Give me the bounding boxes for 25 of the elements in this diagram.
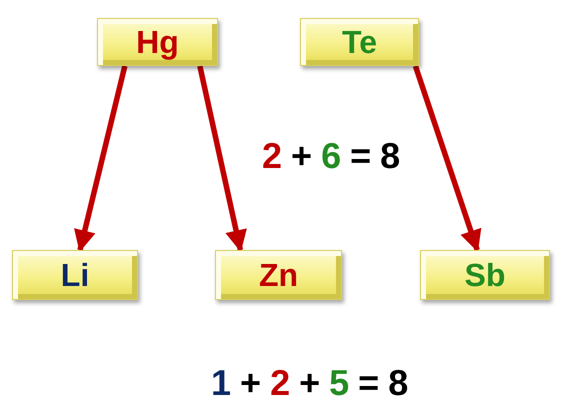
equation-term: + [299,365,320,401]
element-symbol: Zn [258,259,298,291]
equation-term: 8 [380,138,400,174]
equation-term: 1 [211,365,232,401]
equation-term: 6 [321,138,342,174]
element-box [420,250,550,300]
element-symbol: Sb [464,259,506,291]
equation-term: 8 [388,365,408,401]
arrow [412,65,482,252]
equation-term: 2 [262,138,282,174]
element-box [215,250,342,300]
element-symbol: Te [342,26,377,58]
equation-term: + [291,138,312,174]
element-symbol: Li [60,259,90,291]
element-box [97,18,218,66]
element-symbol: Hg [136,26,179,58]
equation-term: = [350,138,372,174]
equation-term: + [240,365,262,401]
element-box [12,250,138,300]
arrow [197,65,247,252]
equation-term: 2 [270,365,290,401]
arrow [74,65,128,252]
equation-term: 5 [329,365,350,401]
element-box [300,18,419,66]
equation-term: = [358,365,380,401]
